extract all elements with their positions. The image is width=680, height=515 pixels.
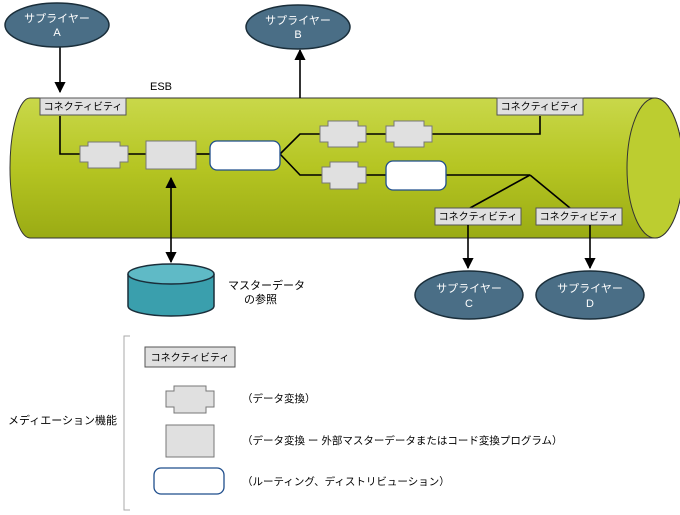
svg-text:C: C: [465, 298, 473, 310]
flow-lines: [59, 116, 571, 209]
supplier-d: サプライヤー D: [535, 270, 645, 320]
legend-transform-ext-swatch: [165, 424, 215, 458]
legend-connector-swatch: [144, 346, 236, 368]
transform-shape-3: [385, 120, 433, 148]
svg-text:コネクティビティ: コネクティビティ: [439, 211, 518, 223]
connector-b: コネクティビティ: [496, 97, 584, 116]
master-data-label-1: マスターデータ: [228, 278, 305, 292]
supplier-c: サプライヤー C: [414, 270, 524, 320]
svg-text:サプライヤー: サプライヤー: [24, 12, 90, 25]
legend-transform-swatch: [165, 385, 215, 414]
svg-text:サプライヤー: サプライヤー: [265, 14, 331, 27]
connector-d: コネクティビティ: [535, 207, 623, 226]
svg-text:サプライヤー: サプライヤー: [557, 282, 623, 295]
legend-routing-desc: （ルーティング、ディストリビューション）: [242, 475, 450, 488]
svg-text:B: B: [294, 29, 301, 41]
legend-connector-label: コネクティビティ: [151, 352, 230, 364]
connector-a: コネクティビティ: [39, 97, 127, 116]
svg-text:サプライヤー: サプライヤー: [436, 282, 502, 295]
transform-shape-4: [321, 161, 367, 190]
master-data-db: [127, 263, 215, 317]
legend: メディエーション機能 コネクティビティ （データ変換） （データ変換 ー 外部マ…: [8, 335, 563, 511]
transform-ext-box: [145, 140, 197, 170]
supplier-a: サプライヤー A: [4, 2, 110, 48]
bus-label: ESB: [150, 81, 172, 93]
connector-c: コネクティビティ: [434, 207, 522, 226]
transform-shape-2: [319, 120, 367, 148]
master-data-label-2: の参照: [244, 292, 277, 306]
legend-routing-swatch: [153, 467, 225, 495]
svg-text:A: A: [53, 27, 61, 39]
external-arrows: [54, 46, 596, 270]
supplier-b: サプライヤー B: [245, 4, 351, 50]
legend-title: メディエーション機能: [8, 413, 117, 427]
transform-shape-1: [79, 141, 129, 169]
routing-box-1: [209, 140, 281, 171]
legend-transform-desc: （データ変換）: [242, 392, 316, 405]
svg-text:コネクティビティ: コネクティビティ: [540, 211, 619, 223]
routing-box-2: [385, 160, 447, 191]
legend-transform-ext-desc: （データ変換 ー 外部マスターデータまたはコード変換プログラム）: [242, 434, 563, 447]
svg-text:コネクティビティ: コネクティビティ: [44, 101, 123, 113]
svg-text:コネクティビティ: コネクティビティ: [501, 101, 580, 113]
svg-text:D: D: [586, 298, 594, 310]
